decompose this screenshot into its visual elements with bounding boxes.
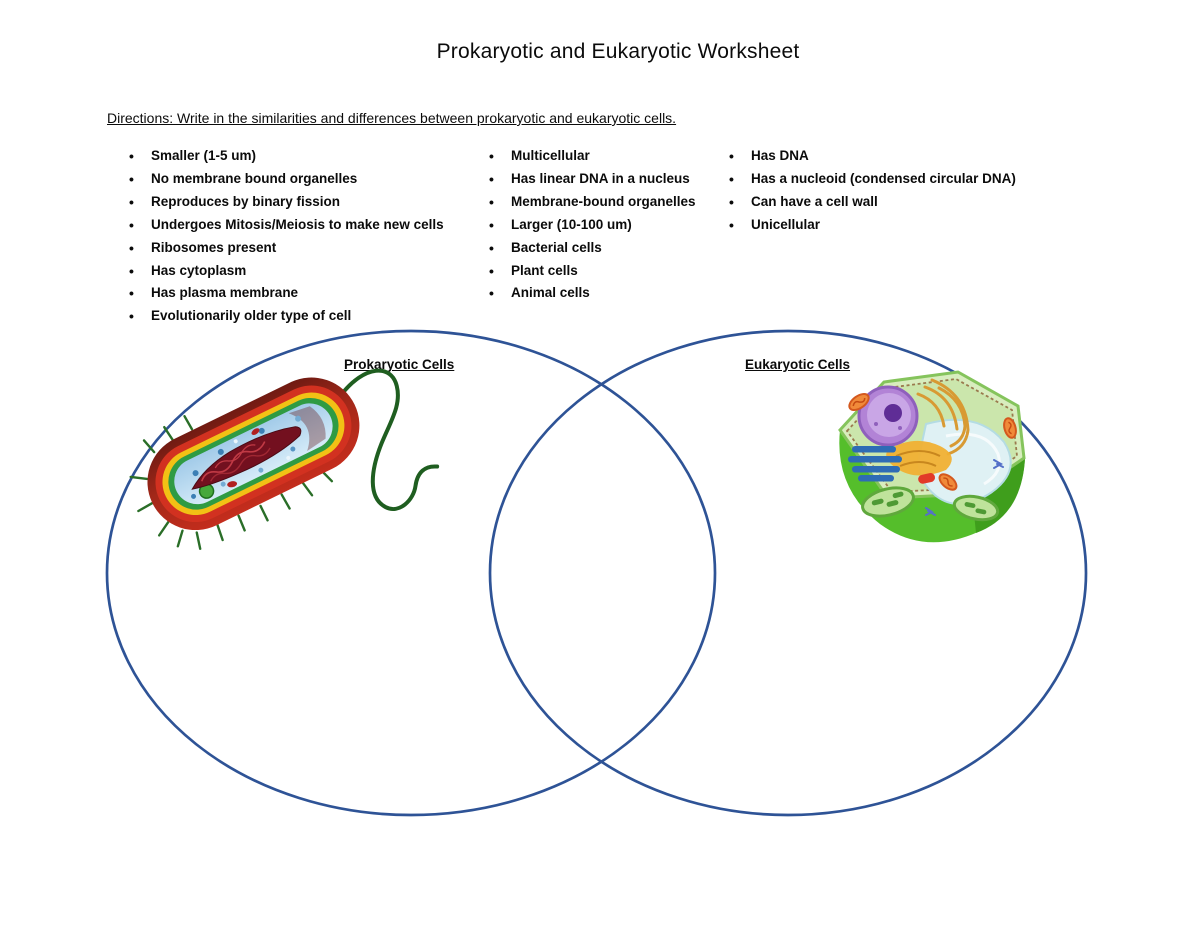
pili-spikes — [129, 415, 334, 550]
ribosome-dots — [191, 415, 302, 499]
word-bank-column-shared: Has DNAHas a nucleoid (condensed circula… — [727, 145, 1016, 237]
word-bank-item: Smaller (1-5 um) — [127, 145, 444, 168]
word-bank-column-prokaryotic: Smaller (1-5 um)No membrane bound organe… — [127, 145, 444, 328]
page-title: Prokaryotic and Eukaryotic Worksheet — [436, 40, 800, 63]
golgi-apparatus — [886, 440, 952, 476]
plant-cell-illustration — [838, 370, 1026, 543]
word-bank-item: Has plasma membrane — [127, 282, 444, 305]
word-bank-item: Bacterial cells — [487, 237, 696, 260]
mitochondrion-2 — [1003, 417, 1017, 439]
word-bank-item: Ribosomes present — [127, 237, 444, 260]
word-bank-item: Unicellular — [727, 214, 1016, 237]
flagellum — [338, 368, 440, 511]
venn-circle-prokaryotic — [105, 329, 717, 817]
word-bank-item: Multicellular — [487, 145, 696, 168]
word-bank-item: No membrane bound organelles — [127, 168, 444, 191]
word-bank-item: Reproduces by binary fission — [127, 191, 444, 214]
bacterium-illustration — [129, 368, 440, 550]
word-bank-column-eukaryotic: MulticellularHas linear DNA in a nucleus… — [487, 145, 696, 305]
nucleoid-dna — [191, 426, 302, 490]
word-bank-item: Undergoes Mitosis/Meiosis to make new ce… — [127, 214, 444, 237]
word-bank-item: Plant cells — [487, 260, 696, 283]
chloroplast-right — [952, 494, 1000, 522]
nucleus — [857, 385, 919, 447]
endoplasmic-reticulum — [916, 378, 970, 456]
word-bank-item: Can have a cell wall — [727, 191, 1016, 214]
word-bank-item: Animal cells — [487, 282, 696, 305]
chloroplast-left — [861, 486, 915, 518]
venn-label-eukaryotic-cells: Eukaryotic Cells — [745, 357, 851, 372]
nucleolus — [884, 404, 902, 422]
word-bank-item: Has cytoplasm — [127, 260, 444, 283]
mitochondrion-3 — [938, 473, 958, 491]
directions-text: Directions: Write in the similarities an… — [107, 110, 677, 126]
mitochondrion-1 — [848, 393, 870, 411]
word-bank-item: Evolutionarily older type of cell — [127, 305, 444, 328]
word-bank-item: Larger (10-100 um) — [487, 214, 696, 237]
word-bank-item: Has linear DNA in a nucleus — [487, 168, 696, 191]
golgi-stack-blue — [848, 446, 902, 482]
venn-circle-eukaryotic — [488, 329, 1088, 817]
word-bank-item: Membrane-bound organelles — [487, 191, 696, 214]
cytoskeleton-squiggles — [925, 459, 1004, 516]
word-bank-item: Has DNA — [727, 145, 1016, 168]
venn-label-prokaryotic-cells: Prokaryotic Cells — [344, 357, 455, 372]
word-bank-item: Has a nucleoid (condensed circular DNA) — [727, 168, 1016, 191]
red-organelle — [918, 473, 936, 484]
